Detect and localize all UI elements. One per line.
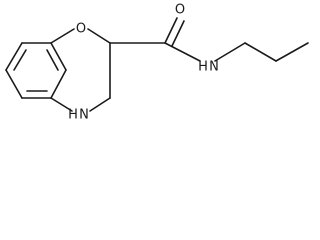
oxazine-ring bbox=[50, 28, 111, 112]
nitrogen-ring-label: N bbox=[79, 108, 89, 123]
bond bbox=[244, 42, 277, 62]
bond bbox=[87, 28, 111, 44]
oxygen-carbonyl-label: O bbox=[175, 3, 185, 18]
double-bond-inner bbox=[13, 49, 27, 71]
bond bbox=[50, 28, 75, 44]
hydrogen-amide-label: H bbox=[198, 60, 208, 75]
bond bbox=[214, 42, 246, 62]
hydrogen-ring-label: H bbox=[68, 108, 78, 123]
bond bbox=[89, 97, 111, 112]
bond bbox=[50, 42, 67, 71]
bond bbox=[5, 69, 23, 99]
bond bbox=[5, 42, 23, 71]
carbonyl-double-bond bbox=[171, 20, 185, 47]
carbonyl-double-bond bbox=[164, 17, 178, 44]
amide-side-chain bbox=[109, 17, 309, 62]
bond bbox=[50, 97, 73, 112]
double-bond-inner bbox=[46, 49, 59, 71]
chemical-structure: O O N H N H bbox=[5, 3, 309, 123]
bond bbox=[50, 69, 67, 99]
nitrogen-amide-label: N bbox=[209, 60, 219, 75]
bond bbox=[164, 42, 201, 62]
bond bbox=[275, 42, 309, 62]
oxygen-ring-label: O bbox=[76, 22, 86, 37]
benzene-ring bbox=[5, 42, 67, 99]
